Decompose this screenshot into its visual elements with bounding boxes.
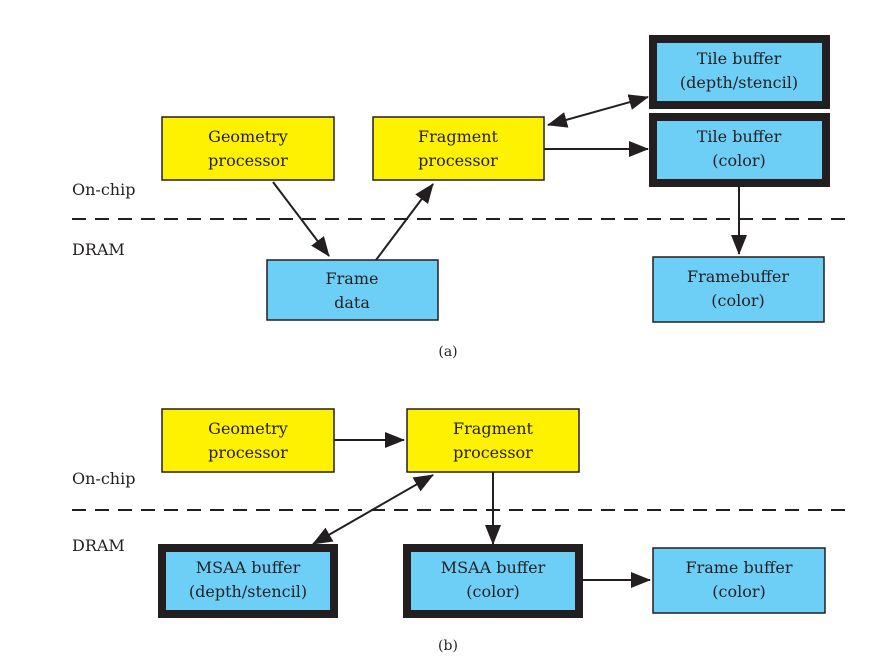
svg-text:(color): (color) (466, 582, 519, 601)
geometry-processor-box: Geometry processor (161, 116, 335, 181)
svg-text:Fragment: Fragment (418, 127, 498, 146)
msaa-buffer-color-box: MSAA buffer (color) (403, 544, 583, 618)
svg-text:(color): (color) (712, 151, 765, 170)
svg-text:MSAA buffer: MSAA buffer (441, 558, 546, 577)
on-chip-label: On-chip (72, 469, 135, 488)
svg-text:Frame buffer: Frame buffer (685, 558, 792, 577)
svg-text:(depth/stencil): (depth/stencil) (189, 582, 307, 601)
caption-b: (b) (438, 638, 458, 654)
arrow-frame-data-to-fragment (375, 183, 434, 261)
svg-text:Frame: Frame (326, 269, 379, 288)
dram-label: DRAM (72, 240, 125, 259)
frame-data-box: Frame data (266, 259, 439, 321)
fragment-processor-box: Fragment processor (406, 408, 580, 473)
diagram-b: On-chip DRAM Geometry processor Fragment… (72, 408, 848, 654)
tile-buffer-color-box: Tile buffer (color) (649, 113, 830, 187)
svg-text:Geometry: Geometry (208, 127, 288, 146)
svg-text:(color): (color) (712, 582, 765, 601)
msaa-buffer-depth-box: MSAA buffer (depth/stencil) (158, 544, 338, 618)
caption-a: (a) (438, 344, 457, 360)
tile-buffer-depth-box: Tile buffer (depth/stencil) (649, 35, 830, 109)
arrow-fragment-msaa-depth-bidirectional (312, 474, 434, 545)
svg-text:Tile buffer: Tile buffer (697, 49, 782, 68)
diagram-a: On-chip DRAM Geometry processor Fragment… (72, 35, 848, 360)
svg-text:processor: processor (208, 443, 288, 462)
svg-text:Fragment: Fragment (453, 419, 533, 438)
arrow-geometry-to-frame-data (272, 181, 330, 257)
on-chip-label: On-chip (72, 180, 135, 199)
svg-text:MSAA buffer: MSAA buffer (196, 558, 301, 577)
svg-text:Tile buffer: Tile buffer (697, 127, 782, 146)
arrow-fragment-tile-depth-bidirectional (547, 94, 649, 128)
svg-text:Framebuffer: Framebuffer (687, 267, 789, 286)
frame-buffer-box: Frame buffer (color) (652, 547, 826, 614)
geometry-processor-box: Geometry processor (161, 408, 335, 473)
svg-text:(depth/stencil): (depth/stencil) (680, 73, 798, 92)
svg-text:processor: processor (208, 151, 288, 170)
dram-label: DRAM (72, 536, 125, 555)
svg-text:data: data (334, 293, 370, 312)
framebuffer-box: Framebuffer (color) (652, 256, 825, 323)
svg-text:Geometry: Geometry (208, 419, 288, 438)
svg-text:(color): (color) (711, 291, 764, 310)
fragment-processor-box: Fragment processor (372, 116, 545, 181)
svg-text:processor: processor (453, 443, 533, 462)
svg-text:processor: processor (418, 151, 498, 170)
